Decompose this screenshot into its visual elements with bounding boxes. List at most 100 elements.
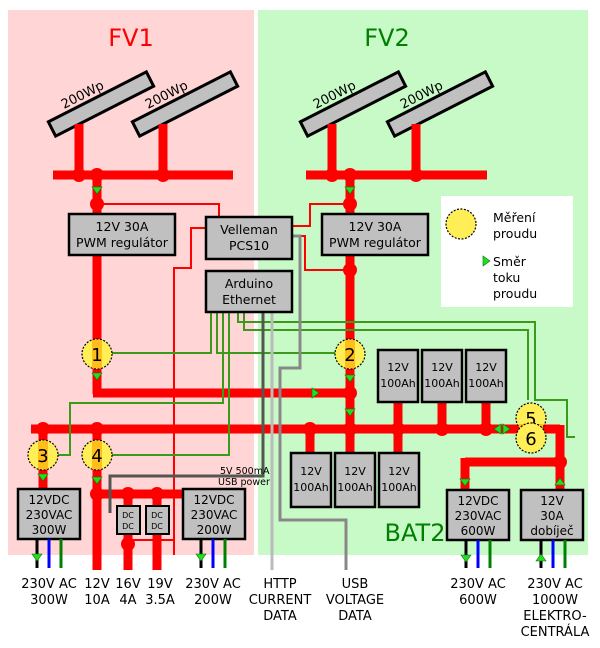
legend-flow-label-3: proudu <box>493 286 537 301</box>
svg-text:12V 30A: 12V 30A <box>349 219 402 234</box>
current-meter-3: 3 <box>27 439 59 471</box>
svg-text:12V 30A: 12V 30A <box>96 219 149 234</box>
current-meter-2: 2 <box>334 338 366 370</box>
svg-text:12V: 12V <box>431 361 453 374</box>
svg-text:DC: DC <box>151 522 163 531</box>
output-label: 600W <box>459 593 497 608</box>
svg-text:DC: DC <box>122 522 134 531</box>
flow-arrow-down-icon <box>344 374 356 383</box>
svg-text:100Ah: 100Ah <box>381 481 417 494</box>
flow-arrow-left-icon <box>493 423 502 435</box>
flow-arrow-down-icon <box>460 554 472 563</box>
usb-power-wire <box>108 312 265 513</box>
output-labels: 230V AC 300W 12V 10A 16V 4A 19V 3.5A 230… <box>21 577 589 640</box>
svg-text:12VDC: 12VDC <box>457 494 498 508</box>
output-label: 3.5A <box>145 593 175 608</box>
usb-power-label-1: 5V 500mA <box>220 466 270 477</box>
legend-meter-icon <box>445 208 477 240</box>
output-label: 230V AC <box>527 577 583 592</box>
svg-text:4: 4 <box>91 446 102 467</box>
flow-arrow-down-icon <box>344 186 356 195</box>
flow-arrow-down-icon <box>91 186 103 195</box>
svg-text:PWM regulátor: PWM regulátor <box>329 235 422 250</box>
svg-text:100Ah: 100Ah <box>293 481 329 494</box>
output-label: ELEKTRO- <box>523 609 587 624</box>
output-label: CENTRÁLA <box>521 624 590 640</box>
svg-text:DC: DC <box>151 511 163 520</box>
output-label: 16V <box>115 577 141 592</box>
velleman-pcs10: Velleman PCS10 <box>204 215 294 261</box>
inverter-200w: 12VDC 230VAC 200W <box>181 487 247 541</box>
output-label: DATA <box>263 609 297 624</box>
pwm-regulator-fv1: 12V 30A PWM regulátor <box>67 212 177 257</box>
signal-wires <box>58 312 575 456</box>
solar-panel <box>385 69 495 139</box>
svg-text:6: 6 <box>525 429 536 450</box>
output-label: 230V AC <box>185 577 241 592</box>
legend: Měření proudu Směr toku proudu <box>441 196 573 307</box>
pwm-regulator-fv2: 12V 30A PWM regulátor <box>320 212 430 257</box>
svg-text:2: 2 <box>344 345 355 366</box>
inverter-600w: 12VDC 230VAC 600W <box>445 488 511 542</box>
charger-30a: 12V 30A dobíječ <box>519 488 585 542</box>
zone-fv2-title: FV2 <box>364 24 410 52</box>
battery: 12V 100Ah <box>289 451 333 509</box>
legend-flow-label-2: toku <box>493 270 520 285</box>
battery: 12V 100Ah <box>420 348 464 404</box>
output-label: 230V AC <box>450 577 506 592</box>
svg-text:12V: 12V <box>387 361 409 374</box>
zone-fv1-title: FV1 <box>108 24 154 52</box>
current-meter-6: 6 <box>515 422 547 454</box>
solar-panel <box>298 69 408 139</box>
flow-arrow-right-icon <box>502 423 511 435</box>
battery: 12V 100Ah <box>333 451 377 509</box>
svg-text:Velleman: Velleman <box>220 222 278 237</box>
svg-text:100Ah: 100Ah <box>380 377 416 390</box>
output-label: 200W <box>194 593 232 608</box>
output-label: 10A <box>84 593 110 608</box>
svg-text:100Ah: 100Ah <box>337 481 373 494</box>
svg-text:12V: 12V <box>388 465 410 478</box>
output-label: VOLTAGE <box>326 593 384 608</box>
svg-text:30A: 30A <box>540 509 564 523</box>
output-label: HTTP <box>263 577 296 592</box>
svg-text:12VDC: 12VDC <box>28 493 69 507</box>
battery: 12V 100Ah <box>464 348 508 404</box>
svg-text:Arduino: Arduino <box>225 276 273 291</box>
arduino-ethernet: Arduino Ethernet <box>204 269 294 314</box>
junction-dots <box>36 168 567 551</box>
svg-text:1: 1 <box>91 345 102 366</box>
current-meter-4: 4 <box>81 439 113 471</box>
svg-text:PWM regulátor: PWM regulátor <box>76 235 169 250</box>
battery: 12V 100Ah <box>376 348 420 404</box>
dc-dc-converter: DC DC <box>145 505 170 535</box>
flow-arrow-down-icon <box>459 478 471 487</box>
flow-arrow-down-icon <box>195 553 207 562</box>
svg-text:230VAC: 230VAC <box>455 509 502 523</box>
legend-meter-label-1: Měření <box>493 210 536 225</box>
output-label: CURRENT <box>249 593 312 608</box>
svg-text:PCS10: PCS10 <box>229 238 269 253</box>
flow-arrow-down-icon <box>344 408 356 417</box>
svg-text:12VDC: 12VDC <box>193 493 234 507</box>
solar-panel <box>130 69 240 139</box>
ac-output-cables <box>35 539 567 568</box>
solar-panel <box>46 69 156 139</box>
svg-text:5: 5 <box>525 409 536 430</box>
svg-text:200W: 200W <box>197 523 232 537</box>
legend-flow-arrow-icon <box>482 255 491 267</box>
usb-data-wire <box>278 234 348 570</box>
flow-arrow-down-icon <box>91 372 103 381</box>
svg-text:12V: 12V <box>344 465 366 478</box>
current-meter-1: 1 <box>81 338 113 370</box>
svg-text:12V: 12V <box>475 361 497 374</box>
output-label: 1000W <box>532 593 578 608</box>
svg-text:600W: 600W <box>461 524 496 538</box>
svg-text:Ethernet: Ethernet <box>222 292 276 307</box>
svg-text:12V: 12V <box>300 465 322 478</box>
svg-text:230VAC: 230VAC <box>26 508 73 522</box>
inverter-300w: 12VDC 230VAC 300W <box>16 487 82 541</box>
battery: 12V 100Ah <box>377 451 421 509</box>
zone-bat2-title: BAT2 <box>385 519 446 547</box>
